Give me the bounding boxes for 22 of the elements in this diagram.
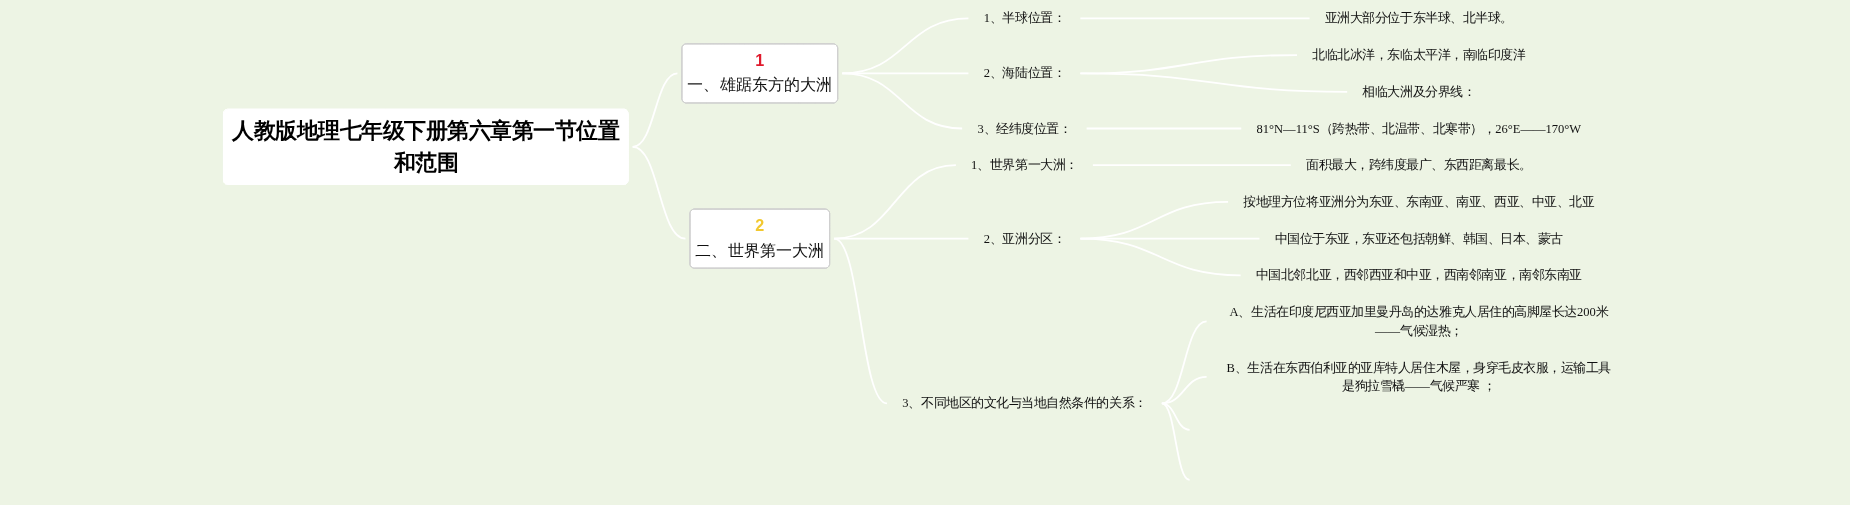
- node-text: B、生活在东西伯利亚的亚库特人居住木屋，身穿毛皮衣服，运输工具是狗拉雪橇——气候严寒 ；: [1226, 360, 1612, 394]
- connector: [631, 145, 687, 240]
- node-text: 中国位于东亚，东亚还包括朝鲜、韩国、日本、蒙古: [1274, 231, 1563, 246]
- node-text: 1、世界第一大洲：: [971, 158, 1078, 172]
- node-text: 中国北邻北亚，西邻西亚和中亚，西南邻南亚，南邻东南亚: [1255, 268, 1582, 283]
- node-text: 2、亚洲分区：: [983, 231, 1066, 246]
- connector: [1079, 72, 1349, 93]
- node-text: 3、经纬度位置：: [977, 121, 1072, 136]
- node-text: 81°N—11°S（跨热带、北温带、北寒带），26°E——170°W: [1256, 121, 1582, 136]
- node-text: 2、海陆位置：: [983, 66, 1066, 81]
- node-text: 面积最大，跨纬度最广、东西距离最长。: [1305, 158, 1532, 172]
- node-text: 亚洲大部分位于东半球、北半球。: [1324, 11, 1513, 26]
- node-text: 3、不同地区的文化与当地自然条件的关系：: [902, 396, 1147, 411]
- node-text: 1、半球位置：: [983, 11, 1066, 26]
- node-text: 相临大洲及分界线：: [1362, 85, 1476, 99]
- node-text: 北临北冰洋，东临太平洋，南临印度洋: [1312, 48, 1526, 62]
- connector: [833, 237, 888, 405]
- connector: [1079, 54, 1298, 75]
- node-text: 按地理方位将亚洲分为东亚、东南亚、南亚、西亚、中亚、北亚: [1243, 195, 1595, 209]
- node-text: A、生活在印度尼西亚加里曼丹岛的达雅克人居住的高脚屋长达200米——气候湿热；: [1229, 305, 1609, 338]
- connector: [1160, 402, 1191, 481]
- connector: [841, 72, 964, 130]
